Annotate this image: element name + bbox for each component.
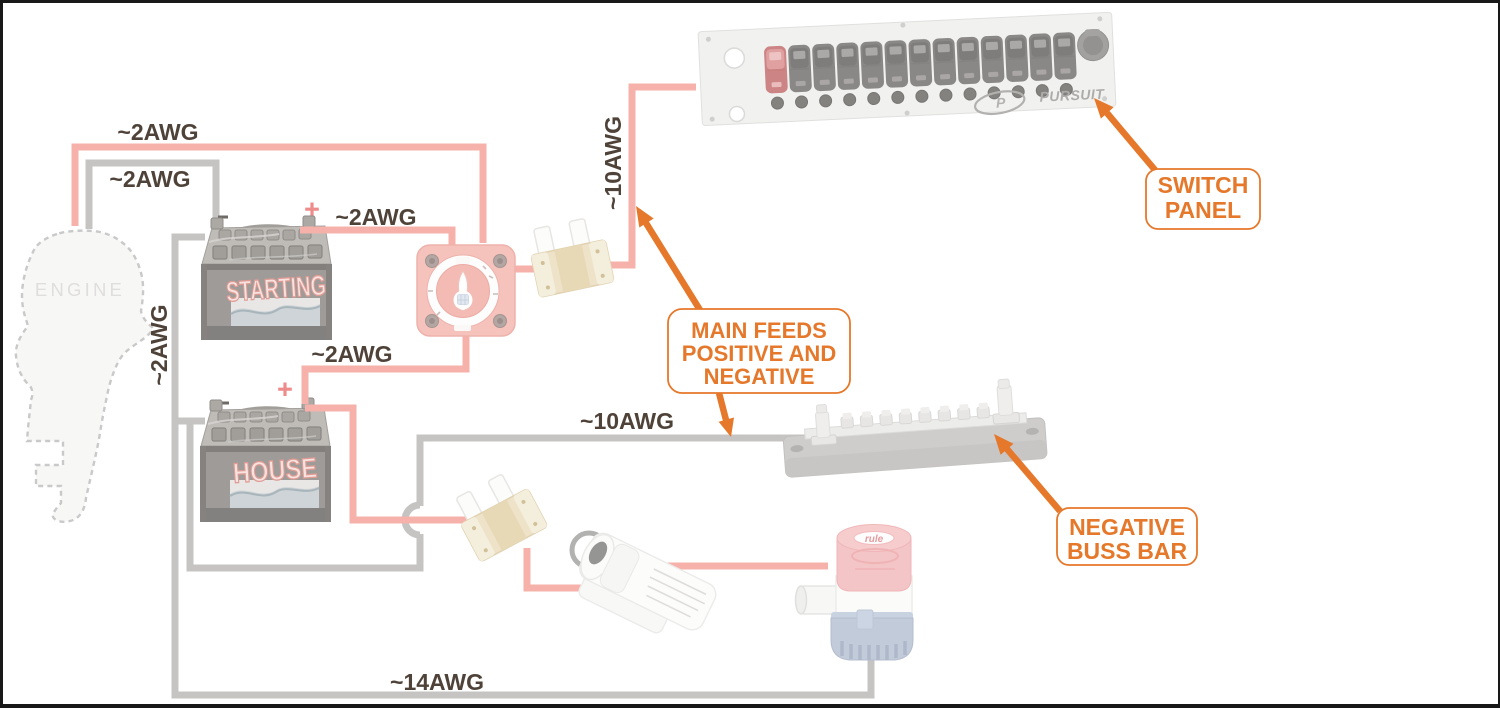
svg-text:MAIN FEEDS: MAIN FEEDS: [691, 318, 827, 343]
svg-text:~2AWG: ~2AWG: [109, 166, 190, 192]
svg-text:~2AWG: ~2AWG: [335, 204, 416, 230]
svg-text:PANEL: PANEL: [1165, 197, 1241, 223]
svg-text:BUSS BAR: BUSS BAR: [1067, 538, 1188, 564]
svg-text:P: P: [996, 94, 1007, 110]
svg-text:~2AWG: ~2AWG: [311, 341, 392, 367]
svg-text:~14AWG: ~14AWG: [390, 669, 484, 695]
svg-text:~2AWG: ~2AWG: [146, 304, 172, 385]
svg-text:rule: rule: [865, 534, 884, 545]
svg-text:SWITCH: SWITCH: [1158, 172, 1249, 198]
svg-text:~10AWG: ~10AWG: [600, 116, 626, 210]
svg-text:NEGATIVE: NEGATIVE: [704, 364, 815, 389]
svg-text:~2AWG: ~2AWG: [117, 119, 198, 145]
svg-text:~10AWG: ~10AWG: [580, 408, 674, 434]
svg-text:PURSUIT: PURSUIT: [1039, 86, 1106, 105]
svg-text:ENGINE: ENGINE: [35, 279, 125, 300]
svg-text:HOUSE: HOUSE: [232, 452, 318, 489]
svg-text:POSITIVE AND: POSITIVE AND: [682, 341, 836, 366]
svg-text:NEGATIVE: NEGATIVE: [1069, 514, 1185, 540]
svg-text:STARTING: STARTING: [225, 270, 327, 308]
